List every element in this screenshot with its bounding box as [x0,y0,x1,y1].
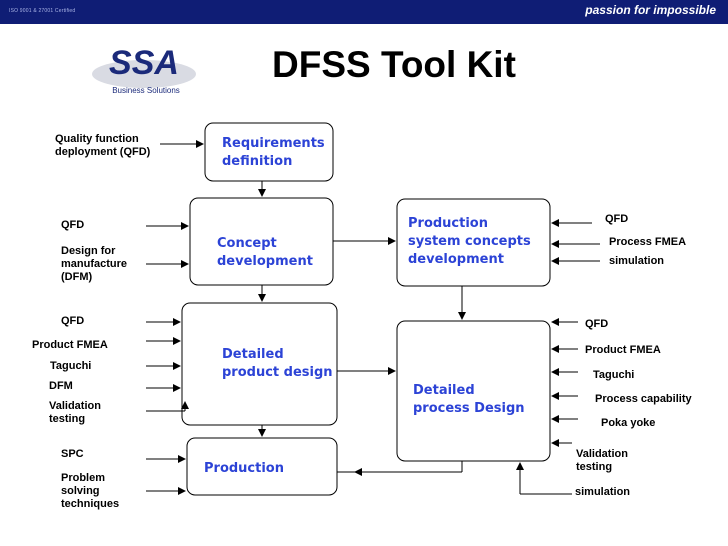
box-production-system [396,198,551,287]
certification-text: ISO 9001 & 27001 Certified [9,8,76,14]
tool-qfd-full: Quality function deployment (QFD) [55,133,151,158]
tool-qfd: QFD [61,219,85,231]
tool-validation-testing: Validation testing [576,448,628,473]
page-title: DFSS Tool Kit [272,44,516,85]
company-logo: SSA [92,44,196,88]
tool-qfd: QFD [605,213,629,225]
box-requirements [204,122,334,182]
tool-spc: SPC [61,448,84,460]
logo-letters: SSA [109,44,179,82]
detailed-process-label: Detailed process Design [413,383,525,416]
tagline: passion for impossible [585,3,716,17]
concept-label: Concept development [217,236,313,269]
box-production [186,437,338,496]
tool-product-fmea: Product FMEA [585,344,661,356]
tool-taguchi: Taguchi [593,369,635,381]
tool-process-fmea: Process FMEA [609,236,687,248]
tool-poka-yoke: Poka yoke [601,417,656,429]
production-label: Production [204,461,284,476]
tool-product-fmea: Product FMEA [32,339,108,351]
requirements-label: Requirements definition [222,136,325,169]
box-detailed-process [396,320,551,462]
top-banner: ISO 9001 & 27001 Certified passion for i… [0,0,728,24]
tool-dfm-short: DFM [49,380,73,392]
tool-simulation: simulation [575,486,631,498]
tool-validation-testing: Validation testing [49,400,101,425]
tool-dfm: Design for manufacture (DFM) [61,245,128,283]
tool-process-capability: Process capability [595,393,692,405]
production-system-label: Production system concepts development [408,216,531,267]
tool-taguchi: Taguchi [50,360,92,372]
logo-subtitle: Business Solutions [112,86,180,95]
tool-simulation: simulation [609,255,665,267]
tool-qfd: QFD [585,318,609,330]
tool-problem-solving: Problem solving techniques [61,472,120,510]
tool-qfd: QFD [61,315,85,327]
detailed-product-label: Detailed product design [222,347,333,380]
box-detailed-product [181,302,338,426]
